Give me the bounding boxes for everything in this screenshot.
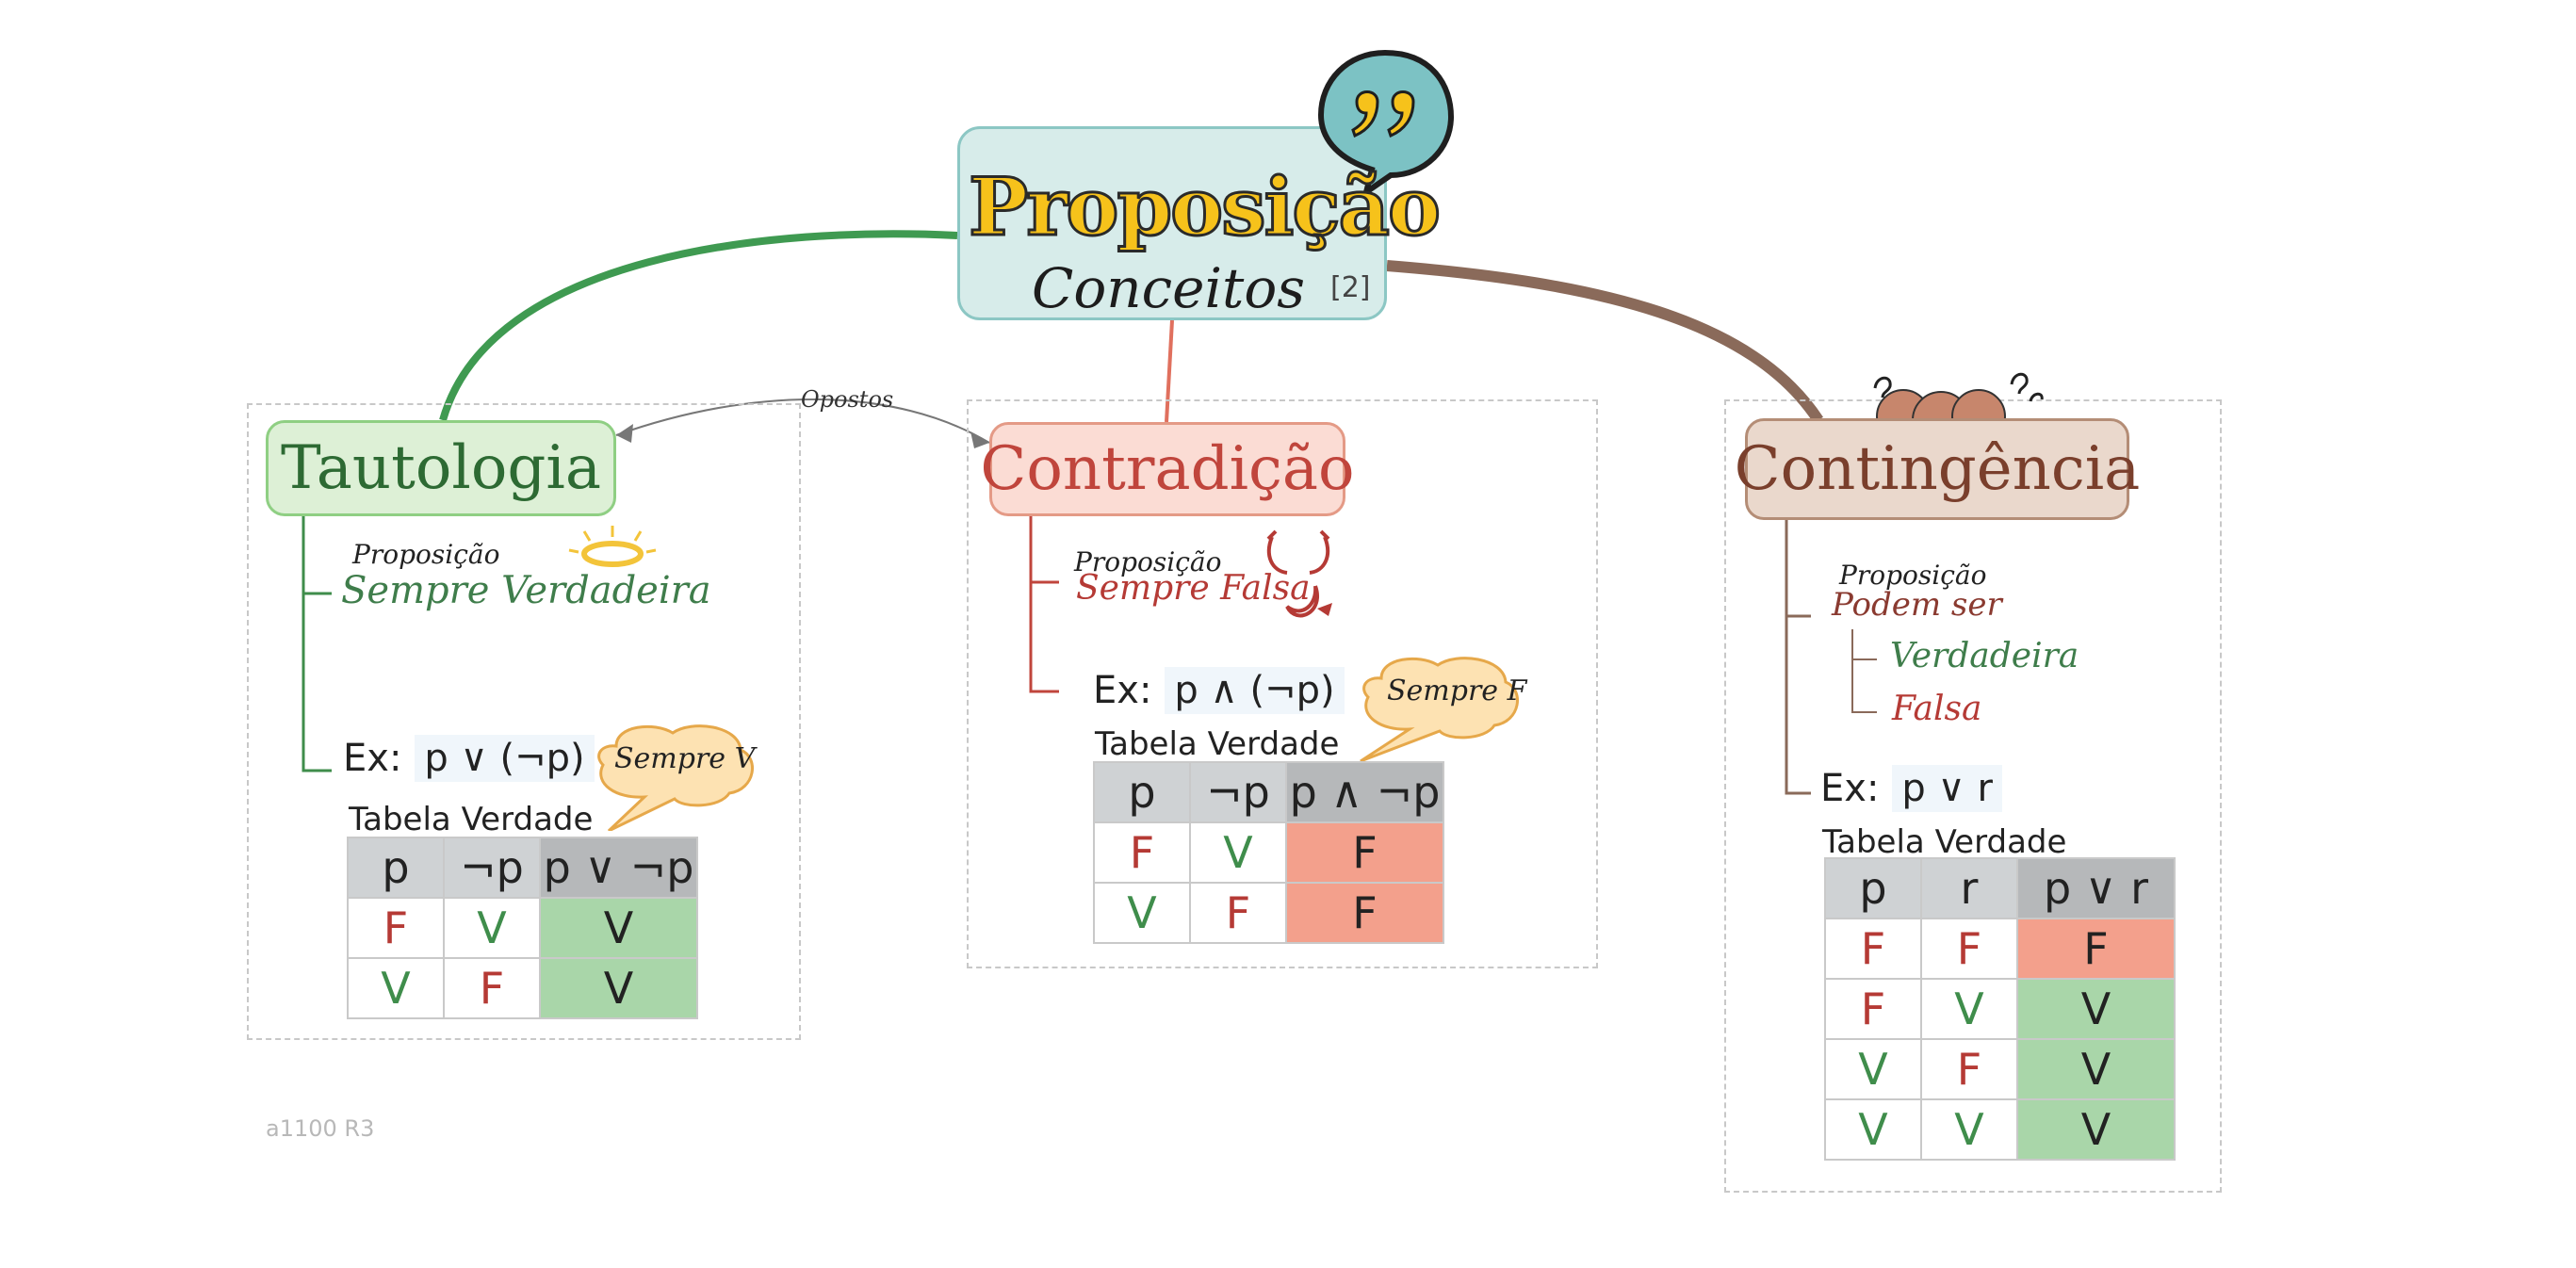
table-cell: V [1920,978,2018,1040]
callout-cloud [1360,657,1519,763]
table-header: p ∨ r [2016,857,2176,919]
table-cell: F [347,897,445,959]
devil-horns-icon [1266,529,1332,618]
table-cell: F [1189,882,1287,944]
contingencia-sub-verdadeira: Verdadeira [1890,637,2079,675]
tautologia-prefix: Proposição [352,539,500,570]
table-header: p ∧ ¬p [1285,761,1444,823]
root-node[interactable] [957,126,1387,320]
contradicao-node[interactable]: Contradição [980,422,1355,516]
table-cell: F [1285,821,1444,884]
contradicao-table-title: Tabela Verdade [1095,725,1340,763]
contingencia-label: Podem ser [1832,586,2002,624]
contingencia-example: Ex: p ∨ r [1820,765,2002,812]
table-cell: V [347,957,445,1019]
root-title: Proposição [968,159,1443,255]
table-cell: V [539,897,698,959]
contradicao-frame [967,399,1598,968]
tautologia-example: Ex: p ∨ (¬p) [343,735,595,782]
table-cell: F [1824,978,1922,1040]
table-header: ¬p [443,837,541,899]
ex-expression: p ∨ r [1892,765,2002,812]
footer-code: a1100 R3 [266,1115,375,1142]
table-header: r [1920,857,2018,919]
contingencia-table-title: Tabela Verdade [1822,823,2067,861]
table-cell: F [1920,918,2018,980]
tautologia-node[interactable]: Tautologia [266,420,616,516]
contingencia-prefix: Proposição [1839,560,1987,591]
contradicao-callout: Sempre F [1387,675,1527,707]
contradicao-label: Sempre Falsa [1076,569,1311,608]
table-cell: F [1920,1038,2018,1100]
table-cell: F [2016,918,2176,980]
link-root-tautologia [439,230,958,422]
table-header: p [1824,857,1922,919]
link-root-contingencia [1386,260,1824,424]
ex-label: Ex: [1820,767,1880,810]
link-opostos [615,398,990,444]
link-root-contradicao [1165,319,1174,423]
ex-expression: p ∧ (¬p) [1165,667,1345,714]
ex-label: Ex: [343,737,402,780]
halo-icon [568,526,657,567]
table-cell: V [2016,1098,2176,1161]
table-cell: V [1824,1038,1922,1100]
table-header: p [347,837,445,899]
opostos-label: Opostos [801,386,894,413]
ex-expression: p ∨ (¬p) [415,735,595,782]
quote-bubble-icon [1317,49,1455,194]
tautologia-table-title: Tabela Verdade [349,801,594,838]
table-cell: V [2016,978,2176,1040]
table-cell: V [443,897,541,959]
table-cell: V [1093,882,1191,944]
table-header: ¬p [1189,761,1287,823]
tautologia-frame [247,403,801,1040]
contradicao-prefix: Proposição [1074,546,1222,577]
contingencia-sub-falsa: Falsa [1892,690,1982,728]
tautologia-callout: Sempre V [614,742,756,775]
contradicao-example: Ex: p ∧ (¬p) [1093,667,1345,714]
tautologia-label: Sempre Verdadeira [341,569,711,612]
callout-cloud [597,724,754,831]
root-note: [2] [1330,271,1371,304]
table-cell: V [1920,1098,2018,1161]
table-cell: F [443,957,541,1019]
table-cell: V [1189,821,1287,884]
root-subtitle: Conceitos [1032,256,1305,320]
table-header: p [1093,761,1191,823]
table-cell: V [1824,1098,1922,1161]
table-header: p ∨ ¬p [539,837,698,899]
contingencia-node[interactable]: Contingência [1735,418,2140,520]
table-cell: V [2016,1038,2176,1100]
table-cell: F [1824,918,1922,980]
table-cell: F [1093,821,1191,884]
ex-label: Ex: [1093,669,1152,712]
table-cell: V [539,957,698,1019]
table-cell: F [1285,882,1444,944]
